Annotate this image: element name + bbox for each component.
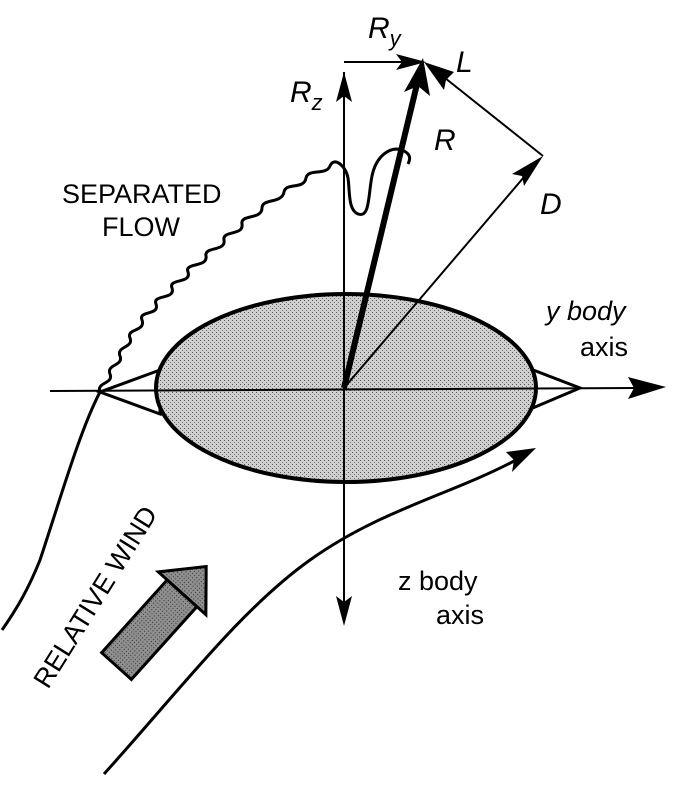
label-z-body-axis-line1: z body <box>398 566 478 596</box>
left-fin <box>95 367 162 417</box>
resultant-r-line <box>341 79 421 389</box>
separated-flow-wavy-line <box>97 147 412 393</box>
streamline-lower-arrowhead <box>506 448 536 472</box>
label-separated-flow-line1: SEPARATED <box>62 179 222 209</box>
relative-wind-arrow <box>99 564 208 682</box>
ry-arrowhead <box>396 54 426 70</box>
label-z-body-axis-line2: axis <box>436 600 484 630</box>
streamline-left <box>0 391 102 631</box>
label-y-body-axis-line1: y body <box>544 296 627 326</box>
drag-d-line <box>343 169 531 389</box>
drag-d-arrowhead <box>512 156 543 186</box>
rz-arrowhead-up <box>336 72 352 102</box>
label-rz: Rz <box>290 76 323 115</box>
lift-l-line <box>439 73 544 157</box>
label-drag-d: D <box>540 188 562 221</box>
label-ry: Ry <box>368 12 403 51</box>
lift-l-arrowhead <box>424 62 454 90</box>
label-separated-flow-line2: FLOW <box>102 212 181 242</box>
resultant-r-arrowhead <box>404 58 430 96</box>
y-axis-arrowhead <box>628 377 666 399</box>
z-axis-arrowhead-down <box>336 596 352 626</box>
label-resultant-r: R <box>434 124 456 157</box>
streamline-lower <box>102 458 517 776</box>
label-lift-l: L <box>456 46 473 79</box>
label-y-body-axis-line2: axis <box>580 332 628 362</box>
